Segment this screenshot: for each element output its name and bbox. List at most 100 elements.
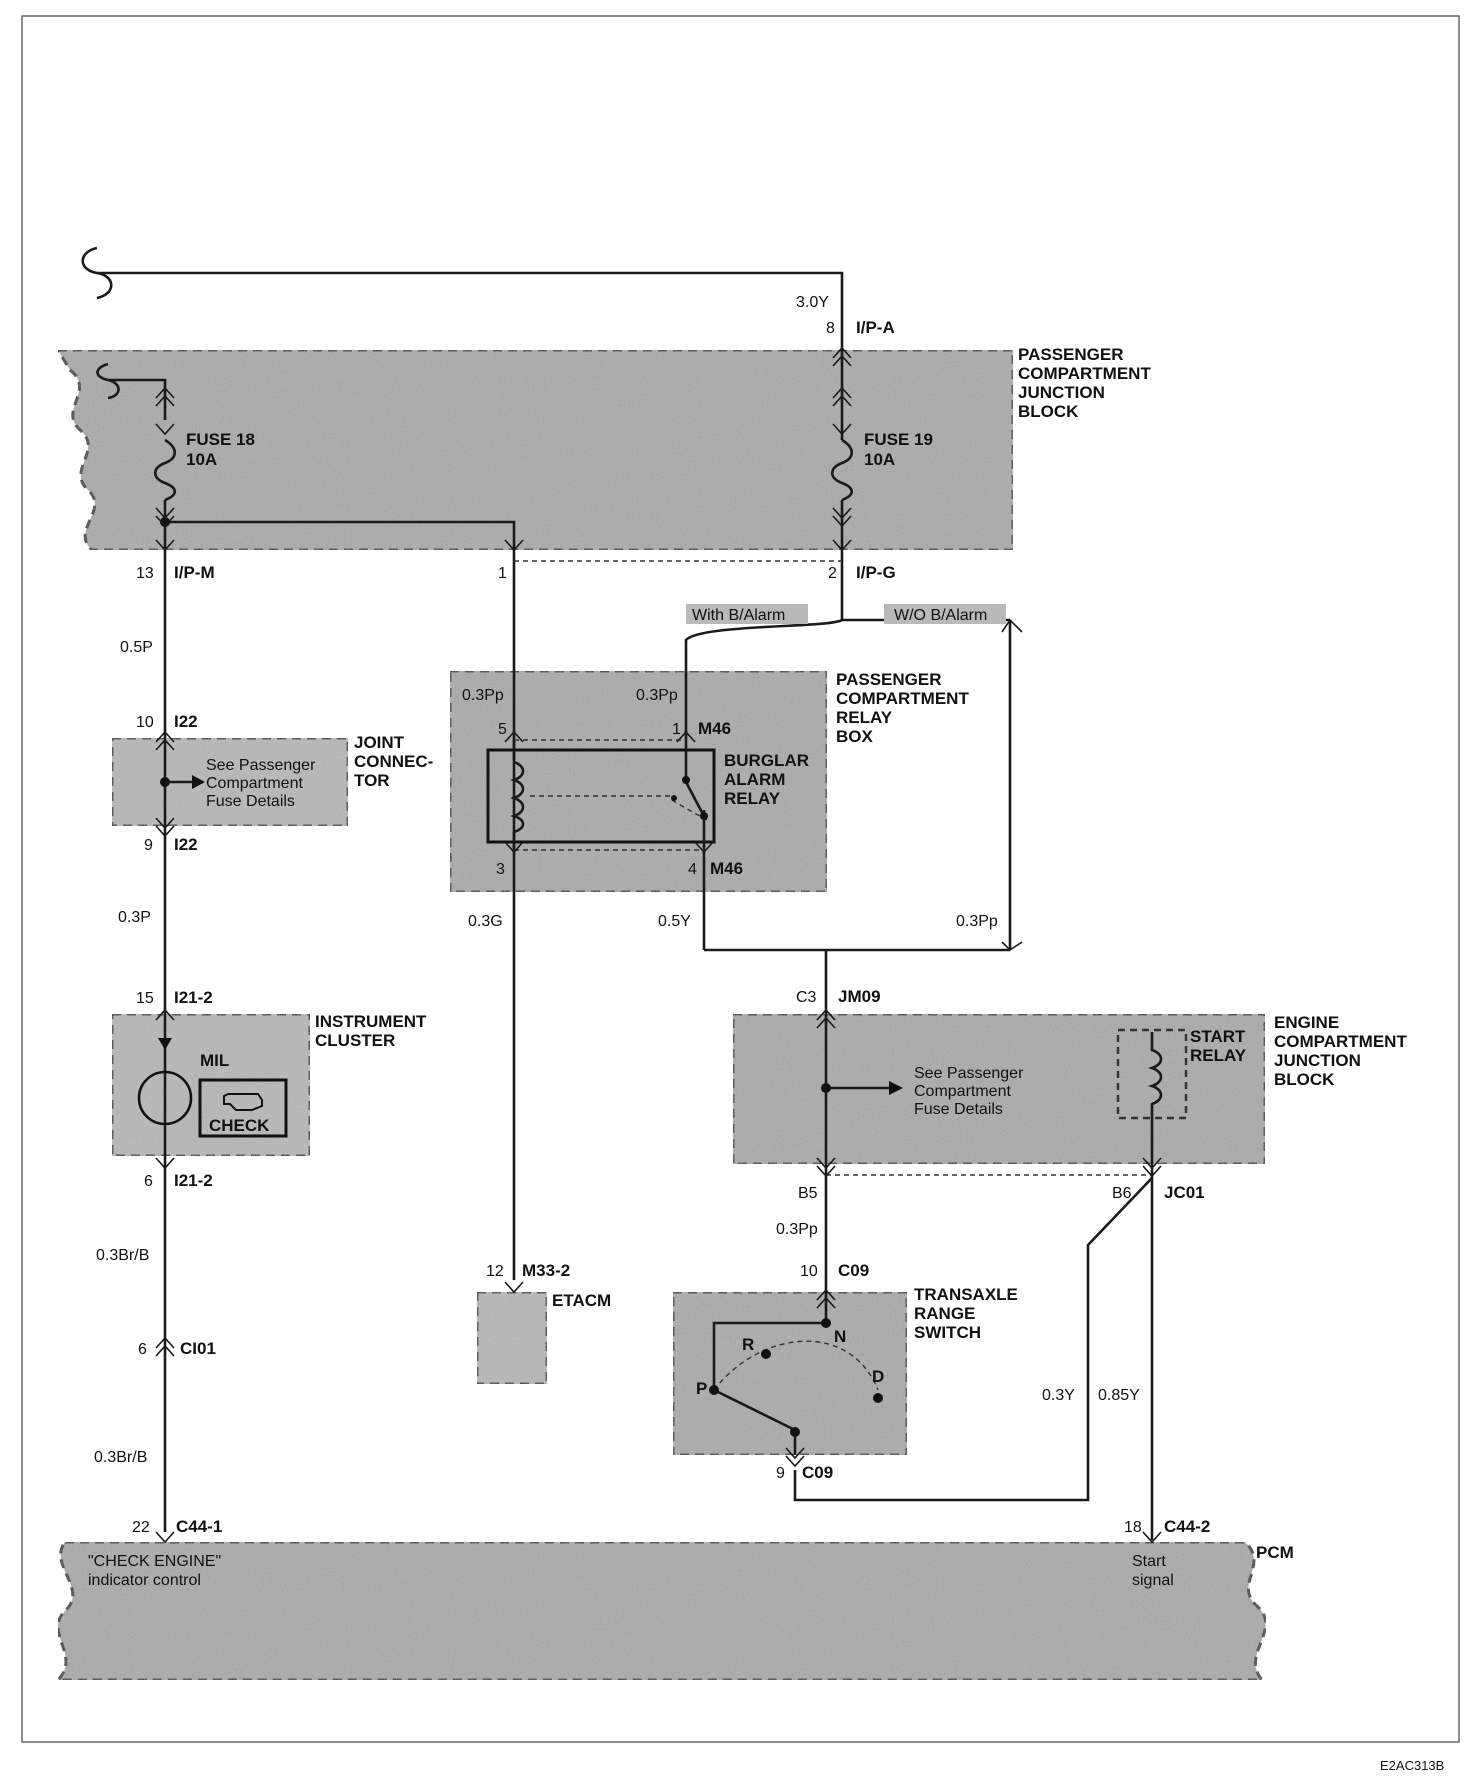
jm09-pin: C3 bbox=[796, 989, 817, 1006]
page-frame bbox=[21, 15, 1460, 1743]
trs-name-3: SWITCH bbox=[914, 1323, 981, 1342]
ipm-id: I/P-M bbox=[174, 563, 215, 582]
left-feed-break bbox=[96, 362, 120, 400]
c09-top-pin: 10 bbox=[800, 1263, 818, 1280]
jm09-id: JM09 bbox=[838, 987, 881, 1006]
relay-name-3: RELAY bbox=[724, 789, 781, 808]
c44-1-id: C44-1 bbox=[176, 1517, 222, 1536]
c09-bot-pin: 9 bbox=[776, 1465, 785, 1482]
ip1-wire bbox=[165, 520, 516, 1280]
ip1-pin: 1 bbox=[498, 565, 507, 582]
mil-label: MIL bbox=[200, 1051, 229, 1070]
b5-pin: B5 bbox=[798, 1185, 818, 1202]
trs-name-2: RANGE bbox=[914, 1304, 975, 1323]
fuse19-name: FUSE 19 bbox=[864, 430, 933, 449]
start-relay-2: RELAY bbox=[1190, 1046, 1247, 1065]
pcjb-name-4: BLOCK bbox=[1018, 402, 1079, 421]
wire-05p: 0.5P bbox=[120, 639, 153, 656]
splice-fuse18 bbox=[160, 517, 170, 527]
fuse19-symbol bbox=[830, 438, 854, 502]
trs-name-1: TRANSAXLE bbox=[914, 1285, 1018, 1304]
fuse19-rating: 10A bbox=[864, 450, 895, 469]
ecjb-name-1: ENGINE bbox=[1274, 1013, 1339, 1032]
trs-dot-p bbox=[709, 1385, 719, 1395]
relay-p5-pin: 5 bbox=[498, 721, 507, 738]
ecjb-note-2: Compartment bbox=[914, 1083, 1011, 1100]
burglar-relay-outline bbox=[486, 748, 716, 844]
trs-range-arc bbox=[713, 1340, 879, 1391]
pcm-left-1: "CHECK ENGINE" bbox=[88, 1553, 221, 1570]
merge-break bbox=[1001, 941, 1023, 952]
i22-top-id: I22 bbox=[174, 712, 198, 731]
check-engine-icon bbox=[223, 1093, 263, 1111]
i22-bot-pin: 9 bbox=[144, 837, 153, 854]
m33-id: M33-2 bbox=[522, 1261, 570, 1280]
ipg-pin: 2 bbox=[828, 565, 837, 582]
wire-top-label: 3.0Y bbox=[796, 294, 829, 311]
wire-03brb-b: 0.3Br/B bbox=[94, 1449, 147, 1466]
top-feed-wire bbox=[97, 271, 844, 345]
with-alarm-tag: With B/Alarm bbox=[692, 607, 785, 624]
i22-top-pin: 10 bbox=[136, 714, 154, 731]
trs-dot-r bbox=[761, 1349, 771, 1359]
joint-note-1: See Passenger bbox=[206, 757, 316, 774]
wire-03p: 0.3P bbox=[118, 909, 151, 926]
start-relay-1: START bbox=[1190, 1027, 1246, 1046]
jc01-id: JC01 bbox=[1164, 1183, 1205, 1202]
etacm-name: ETACM bbox=[552, 1291, 611, 1310]
m33-pin: 12 bbox=[486, 1263, 504, 1280]
ecjb-name-4: BLOCK bbox=[1274, 1070, 1335, 1089]
joint-note-2: Compartment bbox=[206, 775, 303, 792]
pcm-right-1: Start bbox=[1132, 1553, 1166, 1570]
joint-name-2: CONNEC- bbox=[354, 752, 433, 771]
relay-name-2: ALARM bbox=[724, 770, 785, 789]
c09-bot-id: C09 bbox=[802, 1463, 833, 1482]
trs-pos-r: R bbox=[742, 1335, 754, 1354]
ecjb-note-3: Fuse Details bbox=[914, 1101, 1003, 1118]
check-label: CHECK bbox=[209, 1116, 270, 1135]
pcjb-box bbox=[55, 348, 1015, 552]
start-relay-coil bbox=[1147, 1032, 1163, 1540]
instrument-cluster-box bbox=[110, 1012, 312, 1158]
check-engine-icon-box bbox=[198, 1078, 288, 1138]
wire-03g: 0.3G bbox=[468, 913, 503, 930]
wire-03pp-l: 0.3Pp bbox=[462, 687, 504, 704]
cluster-name-1: INSTRUMENT bbox=[315, 1012, 427, 1031]
c09-top-id: C09 bbox=[838, 1261, 869, 1280]
i21-bot-pin: 6 bbox=[144, 1173, 153, 1190]
wire-03brb-a: 0.3Br/B bbox=[96, 1247, 149, 1264]
fuse18-symbol bbox=[153, 438, 177, 502]
relay-dashed-arc bbox=[671, 799, 705, 819]
wire-05y: 0.5Y bbox=[658, 913, 691, 930]
merge-wire bbox=[704, 948, 1010, 1010]
pcrb-name-2: COMPARTMENT bbox=[836, 689, 969, 708]
ci01-pin: 6 bbox=[138, 1341, 147, 1358]
joint-connector-box bbox=[110, 736, 350, 828]
cluster-name-2: CLUSTER bbox=[315, 1031, 395, 1050]
pcm-name: PCM bbox=[1256, 1543, 1294, 1562]
joint-note-3: Fuse Details bbox=[206, 793, 295, 810]
wo-alarm-tag-bg bbox=[884, 604, 1006, 624]
ecjb-name-3: JUNCTION bbox=[1274, 1051, 1361, 1070]
ecjb-splice bbox=[821, 1083, 831, 1093]
relay-name-1: BURGLAR bbox=[724, 751, 809, 770]
pcjb-name-3: JUNCTION bbox=[1018, 383, 1105, 402]
wo-alarm-break-top bbox=[1001, 618, 1023, 633]
pcrb-name-3: RELAY bbox=[836, 708, 893, 727]
connector-chevrons bbox=[155, 346, 1162, 1544]
pcm-right-2: signal bbox=[1132, 1572, 1174, 1589]
wire-03pp-r: 0.3Pp bbox=[636, 687, 678, 704]
y-return-wire bbox=[793, 1177, 1153, 1502]
wire-03pp-b5: 0.3Pp bbox=[776, 1221, 818, 1238]
i21-bot-id: I21-2 bbox=[174, 1171, 213, 1190]
ecjb-note-1: See Passenger bbox=[914, 1065, 1024, 1082]
ipa-id: I/P-A bbox=[856, 318, 895, 337]
etacm-box bbox=[475, 1290, 549, 1386]
pcrb-name-1: PASSENGER bbox=[836, 670, 942, 689]
left-feed-wire bbox=[108, 378, 167, 420]
pcm-left-2: indicator control bbox=[88, 1572, 201, 1589]
ecjb-name-2: COMPARTMENT bbox=[1274, 1032, 1407, 1051]
wire-03pp-far: 0.3Pp bbox=[956, 913, 998, 930]
top-feed-break bbox=[81, 246, 113, 300]
